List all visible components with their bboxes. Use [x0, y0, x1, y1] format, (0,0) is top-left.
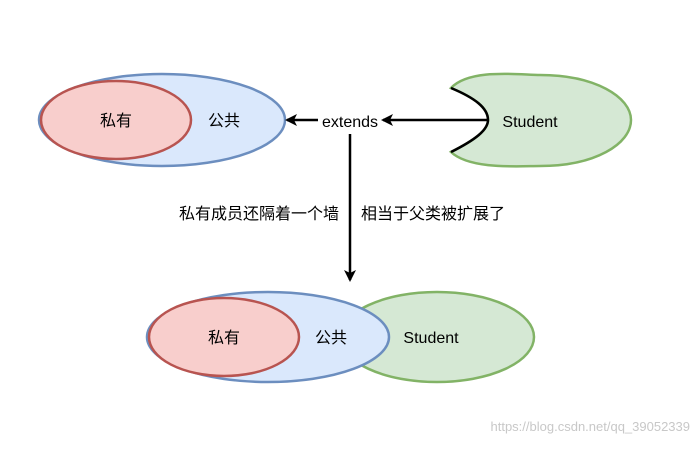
- top-student-label: Student: [502, 114, 558, 131]
- bottom-private-ellipse: [147, 296, 301, 378]
- watermark: https://blog.csdn.net/qq_39052339: [491, 419, 691, 434]
- top-private-ellipse: [39, 79, 193, 161]
- extends-label: extends: [322, 114, 378, 131]
- bottom-private-label: 私有: [208, 329, 240, 347]
- top-student-shape: Student: [448, 72, 633, 168]
- top-class-group: 私有 公共: [37, 72, 287, 168]
- top-public-label: 公共: [208, 112, 240, 130]
- note-left: 私有成员还隔着一个墙: [179, 205, 339, 223]
- bottom-student-label: Student: [403, 330, 459, 347]
- bottom-public-label: 公共: [315, 329, 347, 347]
- bottom-class-group: 私有 公共 Student: [145, 290, 536, 384]
- note-right: 相当于父类被扩展了: [361, 205, 505, 223]
- top-private-label: 私有: [100, 112, 132, 130]
